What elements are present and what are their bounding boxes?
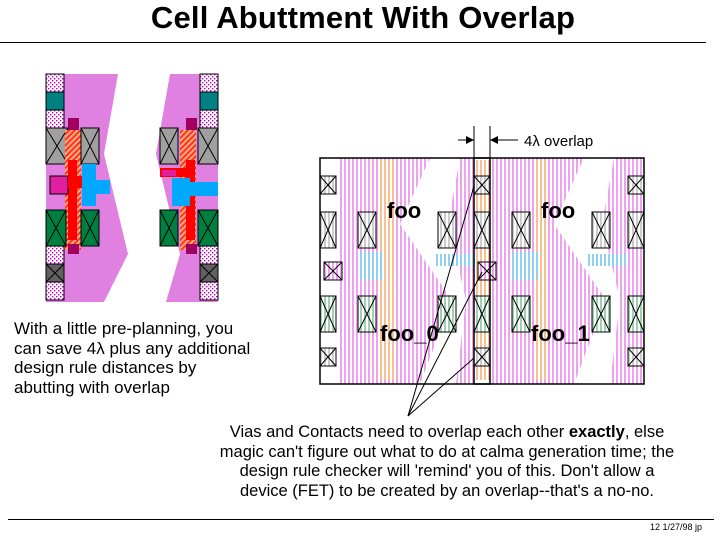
left-description-line: abutting with overlap	[14, 377, 170, 397]
bottom-note-emphasis: exactly	[568, 423, 625, 441]
cell-label-left-bottom: foo_0	[380, 321, 439, 346]
abutted-cells	[319, 157, 645, 385]
overlap-label: 4λ overlap	[524, 133, 593, 150]
footer-text: 12 1/27/98 jp	[650, 522, 703, 532]
page-title: Cell Abuttment With Overlap	[150, 0, 576, 35]
left-description-line: With a little pre-planning, you	[14, 319, 234, 338]
bottom-note-post: , else	[624, 423, 665, 441]
footer-rule	[8, 519, 714, 520]
bottom-note-pre: Vias and Contacts need to overlap each o…	[229, 423, 569, 441]
pointer-lines	[407, 185, 483, 417]
left-cell-b	[156, 73, 219, 302]
left-description: With a little pre-planning, you can save…	[14, 319, 250, 397]
left-cell-a	[45, 73, 128, 302]
bottom-note-line-2: magic can't figure out what to do at cal…	[219, 442, 675, 461]
bottom-note-line-1: Vias and Contacts need to overlap each o…	[178, 423, 716, 443]
bottom-note: Vias and Contacts need to overlap each o…	[178, 423, 716, 501]
cell-label-right-bottom: foo_1	[531, 321, 590, 346]
cell-label-right-top: foo	[541, 198, 575, 223]
title-rule	[0, 42, 706, 43]
overlap-dimension	[458, 126, 518, 158]
cell-label-left-top: foo	[387, 198, 421, 223]
bottom-note-line-4: device (FET) to be created by an overlap…	[239, 481, 655, 500]
left-description-line: can save 4λ plus any additional	[14, 338, 251, 358]
left-description-line: design rule distances by	[14, 358, 197, 377]
bottom-note-line-3: design rule checker will 'remind' you of…	[239, 462, 655, 480]
